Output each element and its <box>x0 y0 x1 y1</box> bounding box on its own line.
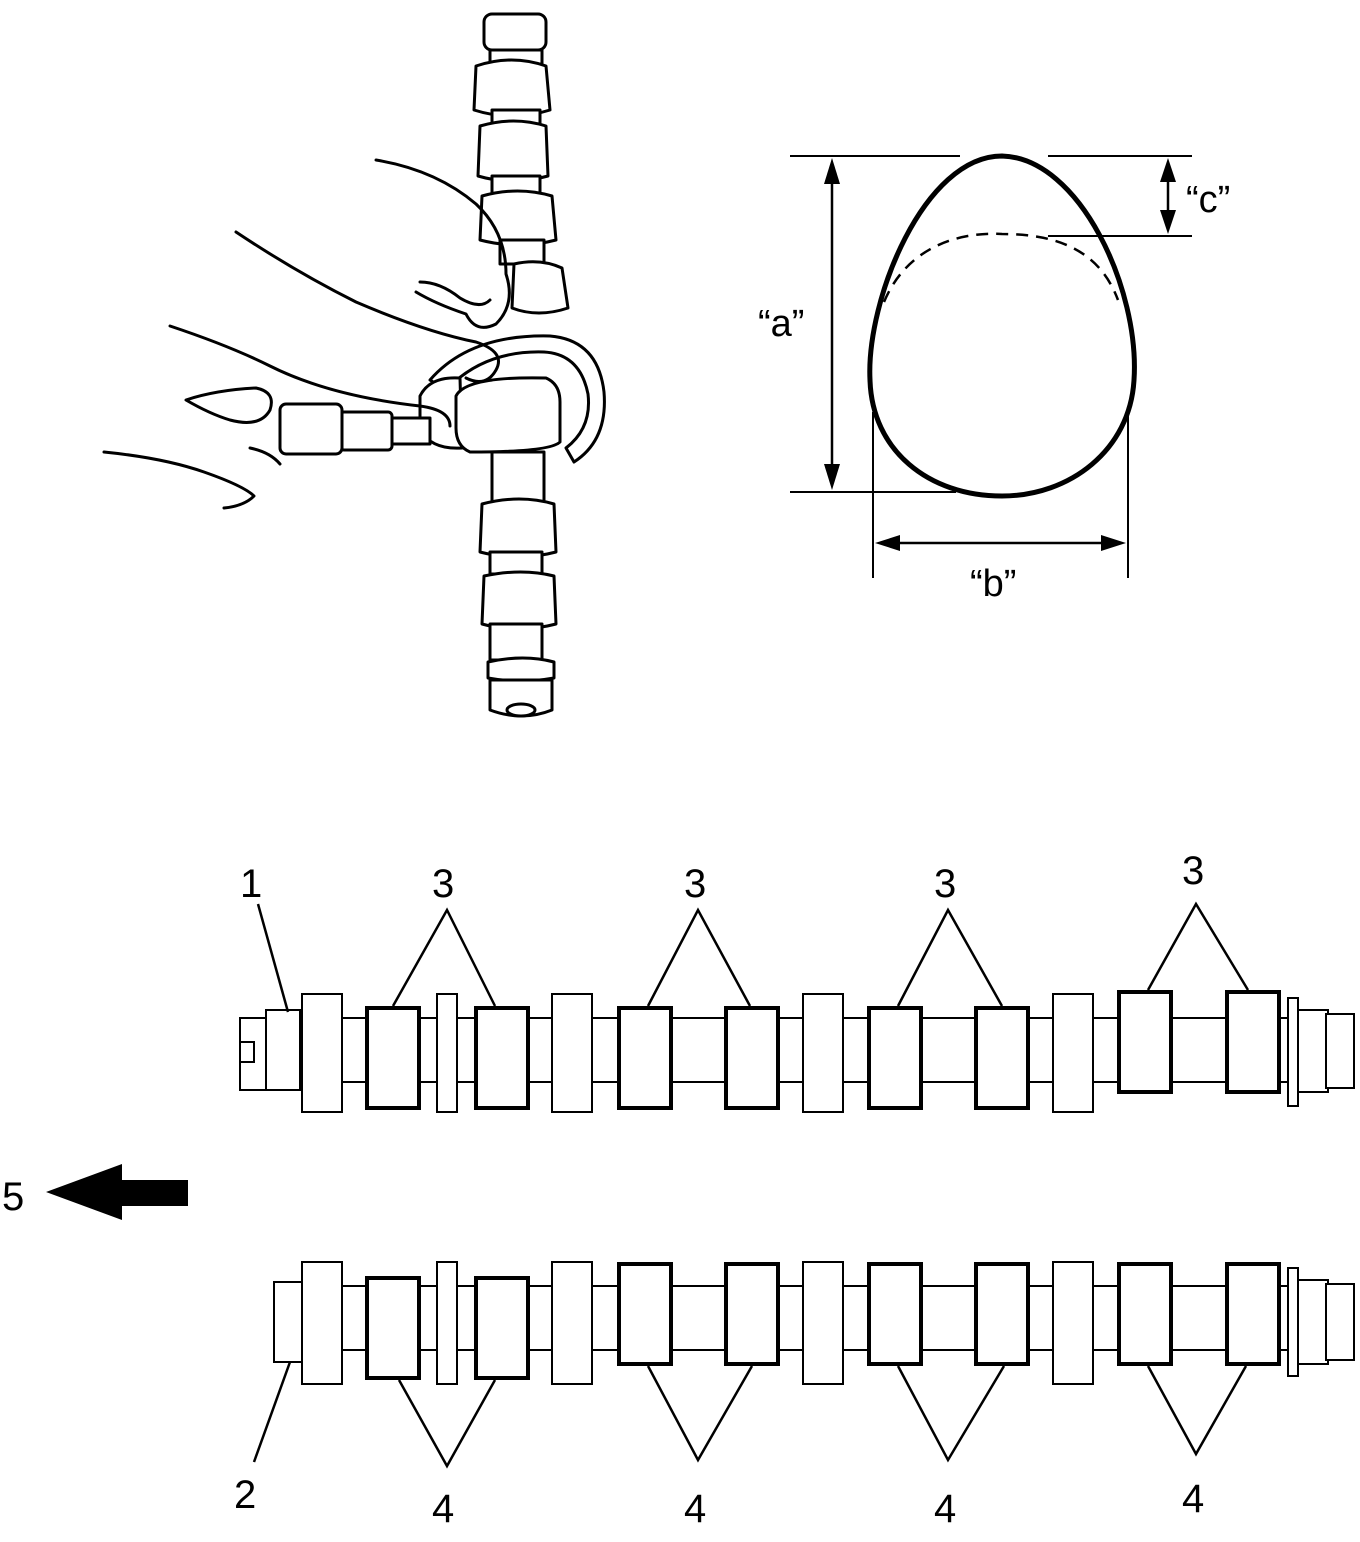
rear-hub <box>1297 1279 1329 1365</box>
shaft-key <box>239 1041 255 1063</box>
journal <box>1052 1261 1094 1385</box>
callouts-camshaft-1 <box>256 901 1250 1013</box>
item-label-2: 2 <box>234 1473 256 1517</box>
camshaft-lower-segment <box>478 450 558 718</box>
camshaft-1 <box>239 990 1355 1113</box>
front-direction-arrow <box>46 1164 188 1220</box>
shaft-front-end <box>265 1009 301 1091</box>
flange <box>1287 1267 1299 1377</box>
journal <box>551 1261 593 1385</box>
micrometer-frame <box>428 334 606 464</box>
cam-lobe <box>974 1262 1030 1366</box>
dimension-a-arrow <box>824 158 840 490</box>
journal <box>802 993 844 1113</box>
micrometer-measurement-illustration <box>102 12 606 718</box>
cam-lobe-measured <box>454 376 562 454</box>
camshaft-upper-segment <box>472 12 570 315</box>
cam-lobe <box>1225 1262 1281 1366</box>
cam-lobe <box>365 1006 421 1110</box>
thrust-collar <box>436 993 458 1113</box>
cam-lobe <box>724 1262 780 1366</box>
cam-lobes-2 <box>365 1262 1281 1380</box>
lobe-callout-3: 3 <box>684 862 706 906</box>
cam-lobe <box>1117 1262 1173 1366</box>
lobe-callout-3: 3 <box>432 862 454 906</box>
leader-4 <box>397 1379 497 1469</box>
cam-lobe <box>1117 990 1173 1094</box>
direction-label-5: 5 <box>2 1175 24 1219</box>
thrust-collar <box>436 1261 458 1385</box>
lobe-callout-4: 4 <box>432 1487 454 1531</box>
lobe-callout-4: 4 <box>684 1487 706 1531</box>
shaft-front-end <box>273 1281 303 1363</box>
rear-hub <box>1297 1009 1329 1093</box>
lobe-callout-3: 3 <box>934 862 956 906</box>
lobe-callout-3: 3 <box>1182 849 1204 893</box>
hands <box>102 158 511 510</box>
cam-lobe <box>867 1006 923 1110</box>
dimension-c-arrow <box>1160 158 1176 234</box>
rear-hub-end <box>1325 1283 1355 1361</box>
journal <box>301 1261 343 1385</box>
lobe-callout-4: 4 <box>934 1487 956 1531</box>
journal <box>301 993 343 1113</box>
leader-line-1 <box>256 903 290 1013</box>
leader-4 <box>646 1365 754 1463</box>
journal <box>802 1261 844 1385</box>
leader-3 <box>391 907 497 1007</box>
lobe-callout-4: 4 <box>1182 1477 1204 1521</box>
cam-lobe <box>724 1006 780 1110</box>
leader-4 <box>896 1365 1006 1463</box>
leader-3 <box>646 907 752 1007</box>
cam-lobe <box>365 1276 421 1380</box>
cam-lobe <box>617 1262 673 1366</box>
cam-lobe <box>1225 990 1281 1094</box>
journal <box>1052 993 1094 1113</box>
cam-lobe <box>474 1006 530 1110</box>
leader-4 <box>1146 1365 1248 1457</box>
cam-lobe <box>974 1006 1030 1110</box>
leader-3 <box>1146 901 1250 991</box>
cam-lobes-1 <box>365 990 1281 1110</box>
cam-lobe <box>867 1262 923 1366</box>
base-circle-dashed <box>882 232 1120 303</box>
leader-line-2 <box>252 1361 292 1463</box>
callouts-camshaft-2 <box>252 1361 1248 1469</box>
dimension-a-label: “a” <box>758 303 804 345</box>
camshaft-2 <box>273 1261 1355 1385</box>
item-label-1: 1 <box>240 862 262 906</box>
cam-lobe <box>474 1276 530 1380</box>
cam-lobe-profile-diagram <box>790 153 1192 578</box>
micrometer-spindle <box>278 402 432 456</box>
journal <box>551 993 593 1113</box>
cam-lobe-outline <box>867 153 1137 499</box>
rear-hub-end <box>1325 1013 1355 1089</box>
dimension-c-label: “c” <box>1186 179 1230 221</box>
dimension-b-arrow <box>875 535 1126 551</box>
dimension-b-label: “b” <box>970 563 1016 605</box>
flange <box>1287 997 1299 1107</box>
leader-3 <box>896 907 1004 1007</box>
cam-lobe <box>617 1006 673 1110</box>
